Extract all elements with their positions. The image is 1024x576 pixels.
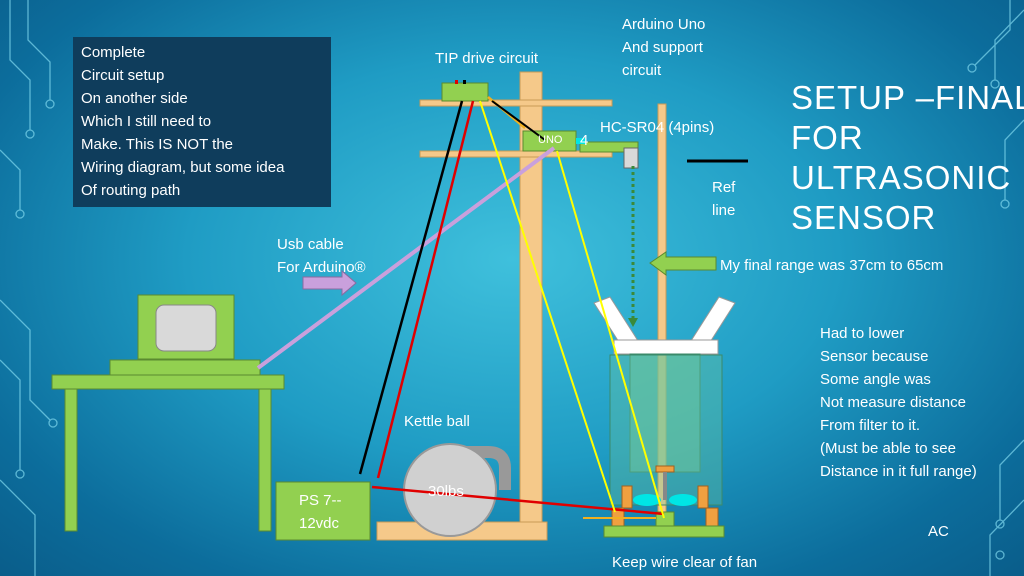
title-line: SETUP –FINAL <box>791 79 1024 116</box>
wood-crossarm-bottom <box>419 150 613 158</box>
pin-count-label: 4 <box>580 132 589 149</box>
red-wire <box>376 100 475 479</box>
sensor-connector <box>576 138 586 144</box>
yellow-wire <box>479 100 616 513</box>
wood-crossarm-top <box>419 99 613 107</box>
fan-blade-left <box>633 494 661 506</box>
final-range-label: My final range was 37cm to 65cm <box>720 257 944 274</box>
fan-filter-assembly <box>593 296 736 538</box>
note-box: Complete Circuit setup On another side W… <box>73 37 331 207</box>
circuit-decoration-left <box>0 0 58 576</box>
ref-line-label: Ref line <box>712 179 736 219</box>
tip-drive-label: TIP drive circuit <box>435 50 539 67</box>
hc-sr04-label: HC-SR04 (4pins) <box>600 119 715 136</box>
kettle-ball <box>403 443 511 537</box>
black-wire <box>358 100 464 475</box>
title-line: FOR <box>791 119 864 156</box>
note-line: On another side <box>81 90 188 107</box>
usb-wire <box>256 146 556 370</box>
wood-post <box>519 71 543 523</box>
black-wire-2 <box>491 100 546 141</box>
note-line: Wiring diagram, but some idea <box>81 159 285 176</box>
fan-note-label: Keep wire clear of fan <box>612 554 758 571</box>
initials-label: AC <box>928 523 949 540</box>
range-arrow <box>649 251 717 276</box>
usb-arrow <box>302 269 357 297</box>
circuit-decoration-right <box>967 0 1024 576</box>
note-line: Make. This IS NOT the <box>81 136 233 153</box>
fan-base <box>603 525 725 538</box>
slide-title: SETUP –FINAL FOR ULTRASONIC SENSOR <box>791 78 1024 238</box>
computer-monitor <box>109 294 261 376</box>
power-supply-label: PS 7-- 12vdc <box>299 492 342 532</box>
weight-label: 30lbs <box>428 483 464 500</box>
wiring <box>256 96 665 519</box>
note-line: Which I still need to <box>81 113 212 130</box>
kettle-ball-label: Kettle ball <box>404 413 470 430</box>
title-line: ULTRASONIC <box>791 159 1012 196</box>
red-wire-fan <box>371 485 665 516</box>
power-supply <box>275 481 371 541</box>
fan-blade-right <box>669 494 697 506</box>
sensor-note: Had to lower Sensor because Some angle w… <box>820 325 977 480</box>
usb-cable-label: Usb cable For Arduino® <box>277 236 366 276</box>
note-line: Complete <box>81 44 146 61</box>
arduino-label: Arduino Uno And support circuit <box>622 16 706 79</box>
beam-arrowhead <box>628 318 638 327</box>
uno-label: UNO <box>538 134 563 146</box>
tip-drive-board <box>441 82 489 102</box>
hc-sr04-bracket <box>623 147 639 169</box>
sensor-mount <box>579 141 639 153</box>
yellow-wire-2 <box>556 150 665 519</box>
title-line: SENSOR <box>791 199 937 236</box>
note-line: Circuit setup <box>81 67 165 84</box>
computer-table <box>51 374 285 532</box>
note-line: Of routing path <box>81 182 181 199</box>
